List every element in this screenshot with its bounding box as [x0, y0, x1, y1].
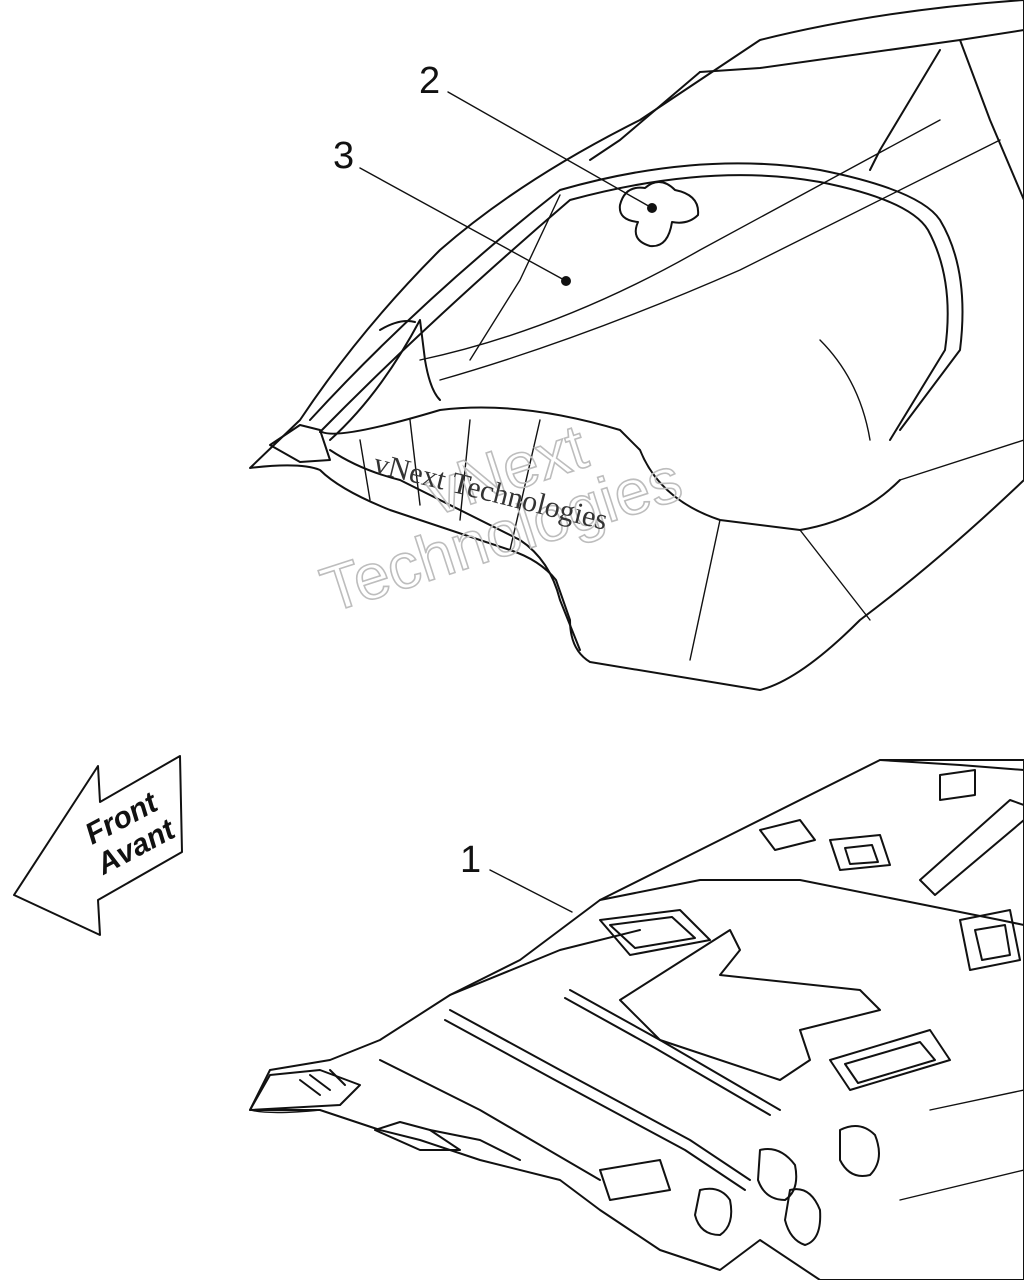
- seat-cover-drawing: [249, 0, 1024, 691]
- callout-3: 3: [333, 135, 567, 282]
- callout-1: 1: [460, 839, 573, 913]
- front-direction-arrow: Front Avant: [13, 755, 183, 936]
- seat-base-drawing: [249, 759, 1024, 1280]
- callout-label-1: 1: [460, 839, 481, 881]
- callout-label-2: 2: [419, 60, 440, 102]
- callout-label-3: 3: [333, 135, 354, 177]
- callout-2: 2: [419, 60, 653, 209]
